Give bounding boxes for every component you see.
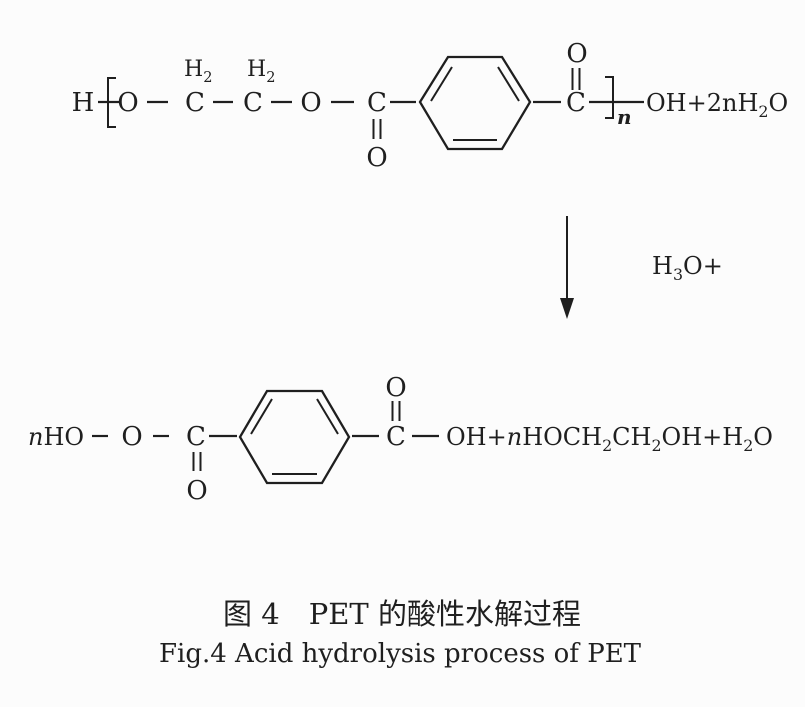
product-o1: O — [121, 422, 142, 452]
product-c1: C — [186, 422, 206, 452]
reactant-c1: C — [185, 88, 205, 118]
reaction-arrow: H3O+ — [560, 216, 723, 319]
product-c2: C — [386, 422, 406, 452]
reaction-condition-label: H3O+ — [652, 252, 723, 284]
ring-double-bond — [497, 66, 520, 102]
reactant-c2: C — [243, 88, 263, 118]
repeat-unit-subscript: n — [617, 105, 632, 129]
reactant-h-end: H — [72, 88, 95, 118]
product-structure: nHO O C O C O OH+nHOCH2CH2OH+H2O — [28, 373, 773, 506]
benzene-ring — [238, 389, 351, 485]
ring-double-bond — [430, 66, 453, 102]
reactant-c1-h2-group: H2 — [184, 57, 212, 86]
benzene-ring — [418, 55, 532, 151]
figure-caption: 图 4 PET 的酸性水解过程 Fig.4 Acid hydrolysis pr… — [159, 597, 642, 669]
product-c2-oxygen: O — [385, 373, 406, 403]
reactant-tail-formula: OH+2nH2O — [646, 89, 788, 121]
ring-double-bond — [316, 398, 339, 435]
right-polymer-bracket — [605, 76, 614, 119]
caption-chinese: 图 4 PET 的酸性水解过程 — [223, 597, 581, 631]
reactant-structure: H O C H2 C H2 O C O — [72, 39, 788, 173]
reactant-c4: C — [566, 88, 586, 118]
product-c1-oxygen: O — [186, 476, 207, 506]
reactant-c3-oxygen: O — [366, 143, 387, 173]
arrow-head — [560, 298, 574, 319]
reactant-c2-h2-group: H2 — [247, 57, 275, 86]
reactant-o1: O — [117, 88, 138, 118]
caption-english: Fig.4 Acid hydrolysis process of PET — [159, 639, 642, 669]
reactant-o2: O — [300, 88, 321, 118]
reactant-c4-oxygen: O — [566, 39, 587, 69]
ring-double-bond — [250, 398, 273, 435]
reactant-c3: C — [367, 88, 387, 118]
product-lead-formula: nHO — [28, 423, 84, 451]
product-tail-formula: OH+nHOCH2CH2OH+H2O — [446, 423, 773, 455]
